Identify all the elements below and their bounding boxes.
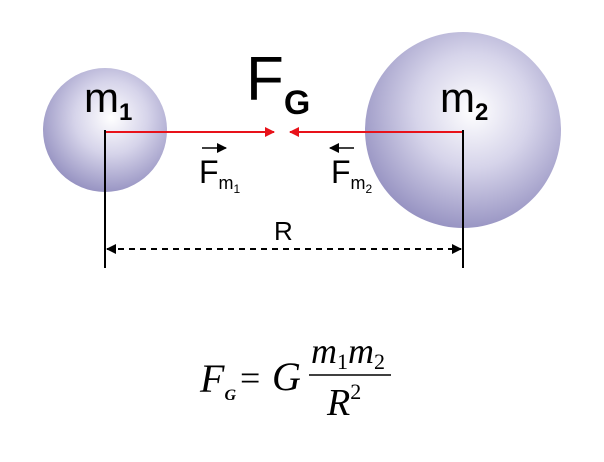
distance-label: R <box>274 216 293 246</box>
force1-vector-label: Fm1 <box>199 143 241 196</box>
force2-vector-label: Fm2 <box>329 143 373 196</box>
svg-text:m1m2: m1m2 <box>311 331 385 374</box>
force-label: FG <box>246 45 310 122</box>
svg-text:G: G <box>272 354 301 399</box>
svg-text:FG: FG <box>199 356 236 404</box>
mass2-label: m2 <box>440 74 488 126</box>
svg-text:=: = <box>240 358 260 398</box>
svg-text:R2: R2 <box>326 379 361 424</box>
svg-text:Fm2: Fm2 <box>331 154 373 196</box>
mass1-label: m1 <box>84 74 132 126</box>
gravitation-formula: FG = G m1m2 R2 <box>199 331 391 424</box>
svg-text:Fm1: Fm1 <box>199 154 241 196</box>
